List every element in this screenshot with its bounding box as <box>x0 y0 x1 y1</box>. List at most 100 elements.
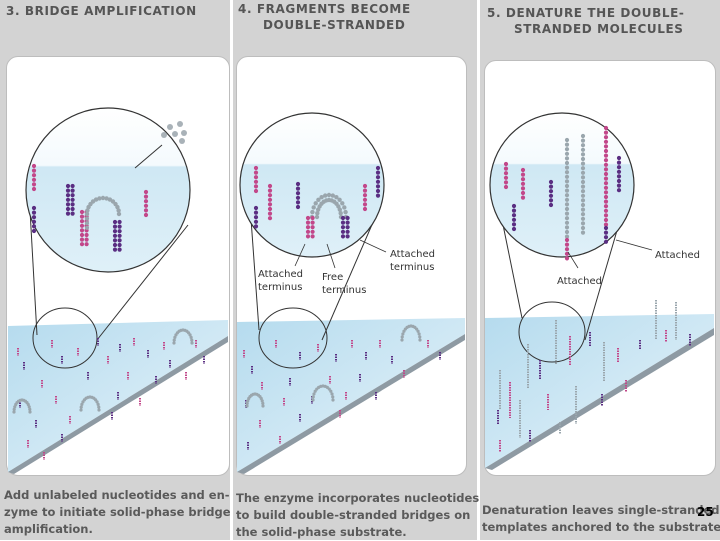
nucleotide-dot <box>190 341 194 345</box>
nucleotide-dot <box>343 209 348 215</box>
nucleotide-dot <box>337 207 343 212</box>
nucleotide-dot <box>548 179 554 185</box>
label-attached-terminus: Attached <box>258 269 303 280</box>
label-attached: Attached <box>557 276 602 287</box>
nucleotide-dot <box>65 206 71 212</box>
free-nucleotides <box>161 121 187 144</box>
nucleotide-dot <box>580 216 586 221</box>
nucleotide-dot <box>143 212 149 218</box>
nucleotide-dot <box>580 143 586 148</box>
nucleotide-dot <box>548 189 554 194</box>
nucleotide-dot <box>564 179 570 184</box>
nucleotide-dot <box>580 166 586 171</box>
page-number: 25 <box>697 505 714 519</box>
nucleotide-dot <box>580 221 586 226</box>
nucleotide-dot <box>580 147 586 152</box>
nucleotide-dot <box>117 233 122 238</box>
nucleotide-dot <box>340 229 346 234</box>
nucleotide-dot <box>580 179 586 185</box>
nucleotide-dot <box>267 202 273 207</box>
nucleotide-dot <box>31 228 37 234</box>
nucleotide-dot <box>580 156 586 162</box>
nucleotide-dot <box>417 332 421 336</box>
nucleotide-dot <box>70 202 75 207</box>
nucleotide-dot <box>580 230 586 235</box>
nucleotide-dot <box>97 196 102 201</box>
nucleotide-dot <box>79 408 83 412</box>
nucleotide-dot <box>520 167 526 173</box>
nucleotide-dot <box>100 195 106 201</box>
panel-divider <box>477 0 480 540</box>
nucleotide-dot <box>511 217 517 222</box>
nucleotide-dot <box>84 216 90 221</box>
nucleotide-dot <box>564 216 570 221</box>
nucleotide-dot <box>319 194 324 200</box>
nucleotide-dot <box>305 215 311 221</box>
nucleotide-dot <box>79 223 85 228</box>
step-3-caption: Add unlabeled nucleotides and en- zyme t… <box>4 488 231 536</box>
nucleotide-dot <box>580 225 586 231</box>
nucleotide-dot <box>548 184 554 189</box>
nucleotide-dot <box>564 160 570 166</box>
nucleotide-dot <box>520 177 526 182</box>
nucleotide-dot <box>362 202 368 207</box>
nucleotide-dot <box>245 401 249 405</box>
nucleotide-dot <box>511 226 517 232</box>
nucleotide-dot <box>548 202 554 208</box>
nucleotide-dot <box>375 193 381 198</box>
nucleotide-dot <box>253 219 259 224</box>
nucleotide-dot <box>295 204 301 210</box>
nucleotide-dot <box>400 338 404 342</box>
nucleotide-dot <box>253 205 259 211</box>
nucleotide-dot <box>313 389 317 393</box>
nucleotide-dot <box>95 400 99 404</box>
nucleotide-dot <box>603 135 609 140</box>
nucleotide-dot <box>616 160 622 165</box>
zoom-circle-panel-3 <box>25 107 191 273</box>
nucleotide-dot <box>65 188 71 193</box>
nucleotide-dot <box>362 206 368 212</box>
nucleotide-dot <box>112 224 118 229</box>
nucleotide-dot <box>580 184 586 189</box>
nucleotide-dot <box>503 175 509 180</box>
nucleotide-dot <box>564 193 570 198</box>
nucleotide-dot <box>340 220 346 225</box>
nucleotide-dot <box>310 225 315 230</box>
nucleotide-dot <box>362 188 368 193</box>
nucleotide-dot <box>362 183 368 189</box>
nucleotide-dot <box>117 238 122 243</box>
nucleotide-dot <box>315 211 320 216</box>
nucleotide-dot <box>603 181 609 186</box>
nucleotide-dot <box>79 214 85 219</box>
nucleotide-dot <box>331 398 335 402</box>
nucleotide-dot <box>564 206 570 212</box>
nucleotide-dot <box>117 242 122 248</box>
nucleotide-dot <box>85 208 90 213</box>
nucleotide-dot <box>253 224 259 229</box>
nucleotide-dot <box>616 169 622 174</box>
nucleotide-dot <box>28 407 32 411</box>
nucleotide-dot <box>31 168 37 173</box>
nucleotide-dot <box>79 237 85 242</box>
nucleotide-dot <box>84 211 90 217</box>
nucleotide-dot <box>616 174 622 179</box>
nucleotide-dot <box>12 407 16 411</box>
nucleotide-dot <box>310 209 315 215</box>
nucleotide-dot <box>580 189 586 194</box>
nucleotide-dot <box>253 215 259 220</box>
nucleotide-dot <box>603 194 609 200</box>
nucleotide-dot <box>564 156 570 161</box>
nucleotide-dot <box>345 229 350 234</box>
nucleotide-dot <box>362 193 368 198</box>
nucleotide-dot <box>79 242 85 247</box>
nucleotide-dot <box>267 211 273 216</box>
nucleotide-dot <box>80 402 84 406</box>
nucleotide-dot <box>564 234 570 239</box>
nucleotide-dot <box>362 197 368 202</box>
label-attached: Attached <box>655 250 700 261</box>
nucleotide-dot <box>267 183 273 189</box>
nucleotide-dot <box>267 206 273 212</box>
nucleotide-dot <box>580 198 586 203</box>
nucleotide-dot <box>323 193 328 198</box>
nucleotide-dot <box>603 222 609 227</box>
